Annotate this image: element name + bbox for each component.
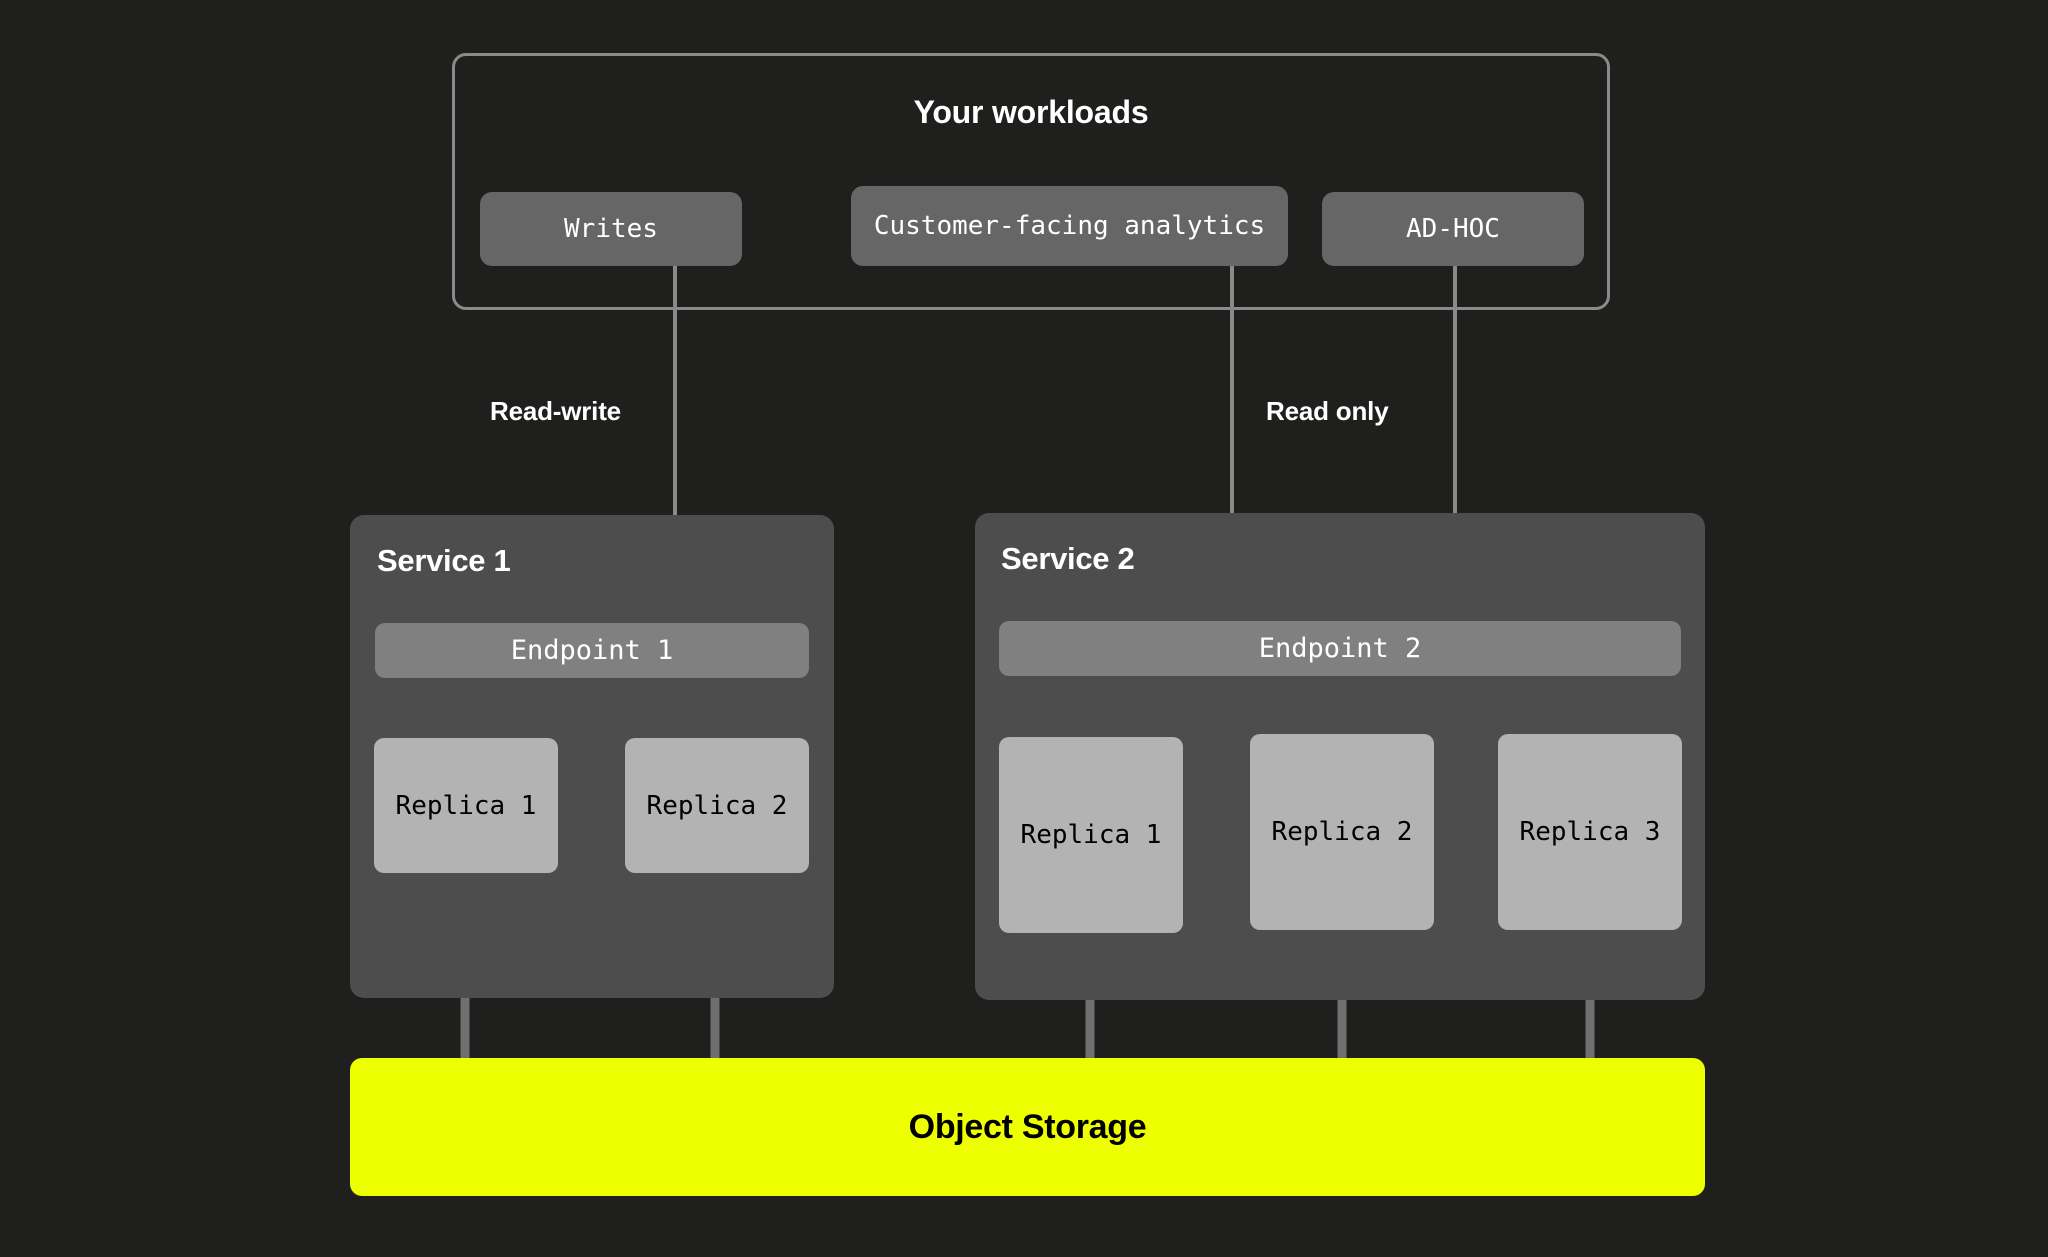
replica-box-s2-r3[interactable]: Replica 3 — [1498, 734, 1682, 930]
replica-box-s2-r2[interactable]: Replica 2 — [1250, 734, 1434, 930]
workload-chip-label: Writes — [564, 214, 658, 244]
replica-box-s1-r1[interactable]: Replica 1 — [374, 738, 558, 873]
replica-label: Replica 1 — [1020, 820, 1162, 850]
endpoint-bar-2[interactable]: Endpoint 2 — [999, 621, 1681, 676]
service-title-2: Service 2 — [1001, 541, 1135, 576]
replica-label: Replica 3 — [1519, 817, 1661, 847]
workload-chip-customer-facing-analytics[interactable]: Customer-facing analytics — [851, 186, 1288, 266]
replica-box-s1-r2[interactable]: Replica 2 — [625, 738, 809, 873]
workload-chip-ad-hoc[interactable]: AD-HOC — [1322, 192, 1584, 266]
replica-label: Replica 2 — [1271, 817, 1413, 847]
endpoint-label: Endpoint 1 — [510, 635, 674, 666]
workloads-group: Your workloads — [452, 53, 1610, 310]
edge-label-read-only: Read only — [1266, 396, 1389, 426]
object-storage-bar[interactable]: Object Storage — [350, 1058, 1705, 1196]
workloads-title: Your workloads — [913, 94, 1149, 130]
endpoint-label: Endpoint 2 — [1258, 633, 1422, 664]
workload-chip-label: Customer-facing analytics — [873, 211, 1266, 241]
replica-label: Replica 2 — [646, 790, 788, 821]
service-title-1: Service 1 — [377, 543, 511, 578]
replica-label: Replica 1 — [395, 790, 537, 821]
workload-chip-label: AD-HOC — [1406, 214, 1500, 244]
endpoint-bar-1[interactable]: Endpoint 1 — [375, 623, 809, 678]
workload-chip-writes[interactable]: Writes — [480, 192, 742, 266]
edge-label-read-write: Read-write — [490, 396, 621, 426]
object-storage-label: Object Storage — [908, 1107, 1147, 1146]
replica-box-s2-r1[interactable]: Replica 1 — [999, 737, 1183, 933]
